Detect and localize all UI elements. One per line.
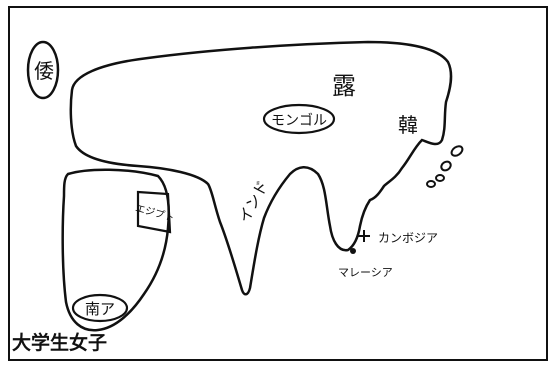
island-2 (440, 160, 452, 172)
malaysia-label: マレーシア (338, 266, 393, 279)
mongolia-outline (262, 103, 336, 135)
russia-label: 露 (332, 72, 356, 100)
egypt-outline (136, 190, 172, 234)
caption: 大学生女子 (12, 332, 108, 354)
island-4 (426, 180, 436, 188)
map-frame: 倭 モンゴル 露 韓 エジプト 南ア インド カンボジア マレーシア (8, 6, 548, 361)
sketch-map: 倭 モンゴル 露 韓 エジプト 南ア インド カンボジア マレーシア (8, 6, 548, 361)
eurasia-outline (69, 40, 453, 296)
map-border (8, 6, 548, 361)
japan-outline (26, 40, 60, 100)
mongolia-label: モンゴル (271, 112, 327, 129)
cambodia-label: カンボジア (378, 231, 438, 245)
india-label: インド (235, 178, 272, 226)
south-africa-outline (71, 293, 129, 323)
south-africa-label: 南ア (85, 300, 115, 318)
malaysia-dot (350, 248, 356, 254)
japan-label: 倭 (34, 59, 54, 83)
korea-label: 韓 (398, 113, 418, 137)
island-1 (450, 145, 464, 157)
africa-outline (61, 168, 170, 332)
island-3 (435, 174, 445, 182)
